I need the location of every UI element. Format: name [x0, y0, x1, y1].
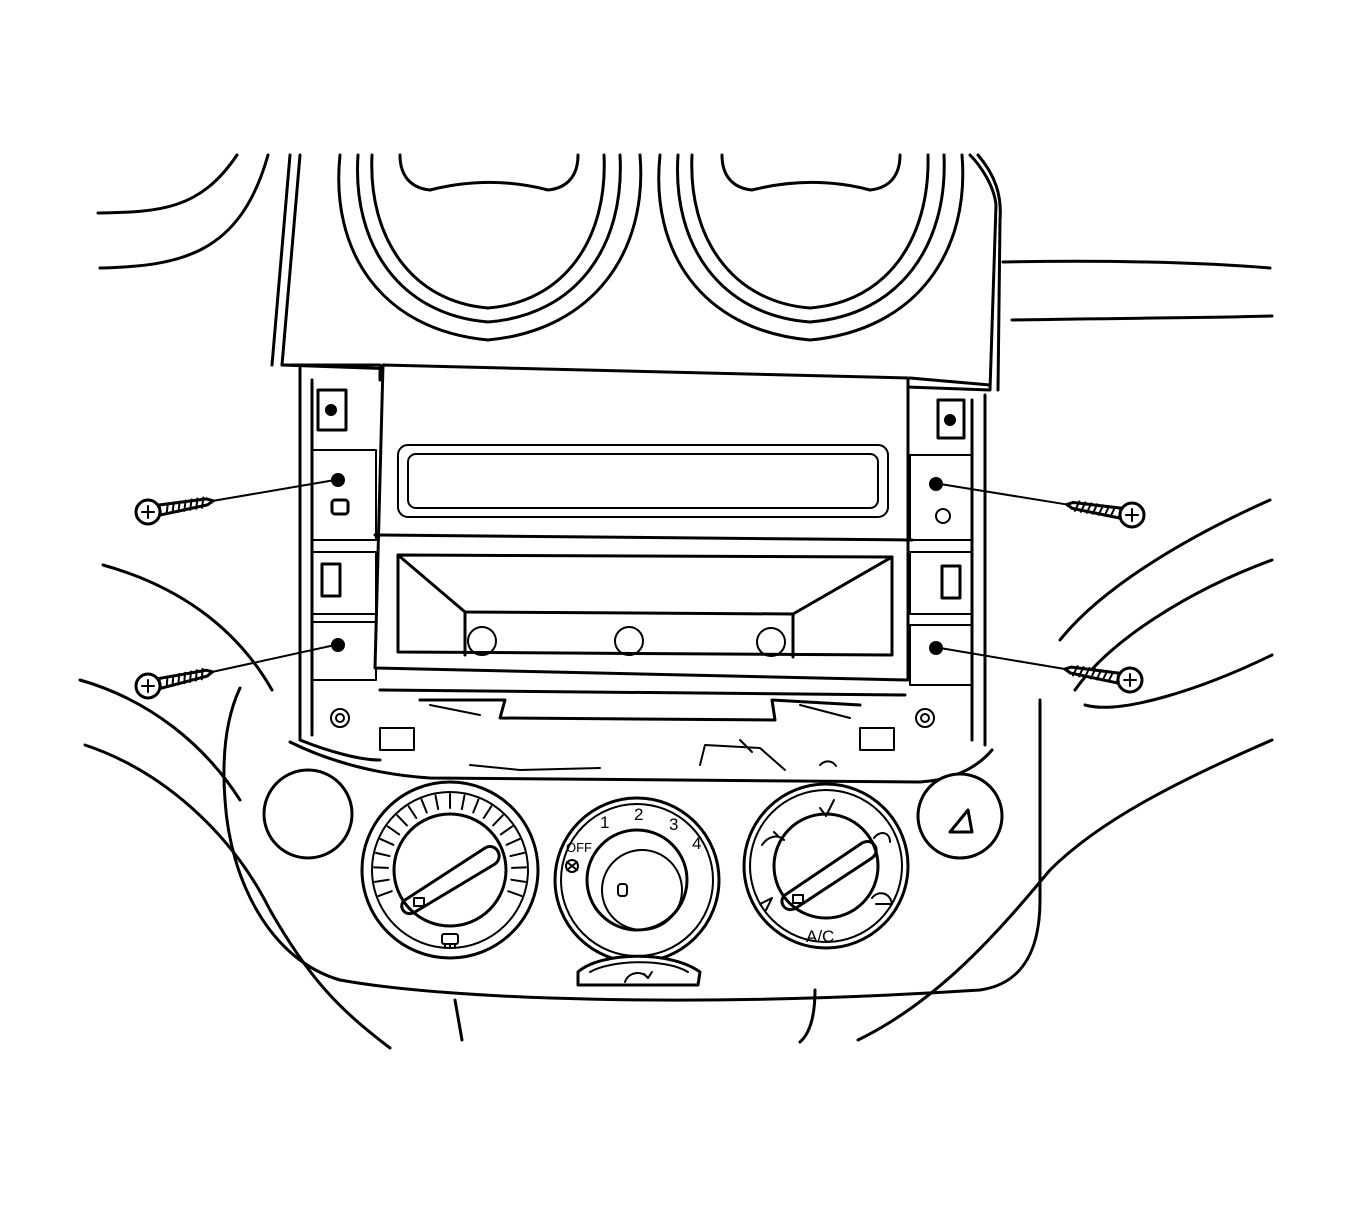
temperature-tick: [482, 805, 493, 820]
climate-control-panel: [222, 686, 1042, 1002]
screw-guide-line: [939, 647, 1072, 672]
screw-guide-line: [205, 644, 336, 675]
temperature-tick: [509, 851, 526, 858]
screw-thread: [1095, 669, 1103, 681]
temperature-tick: [379, 838, 395, 846]
screw-lower-right: [939, 647, 1144, 694]
screw-thread: [1091, 503, 1099, 515]
screw-thread: [171, 501, 175, 514]
vent-face-icon: [761, 831, 785, 846]
screw-thread: [200, 667, 204, 681]
radio-unit: [373, 363, 914, 771]
screw-thread: [1097, 504, 1105, 516]
screw-thread: [1109, 506, 1117, 518]
temperature-tick: [434, 794, 440, 811]
fan-icon: [565, 859, 579, 873]
fan-speed-4: 4: [692, 834, 701, 853]
temperature-tick: [492, 814, 504, 827]
temperature-tick: [386, 825, 401, 836]
screw-thread: [165, 502, 169, 515]
screw-thread: [171, 674, 175, 687]
fan-speed-2: 2: [634, 805, 643, 824]
temperature-tick: [505, 838, 521, 846]
fan-speed-3: 3: [669, 815, 678, 834]
hazard-triangle-icon: [948, 808, 974, 834]
temperature-tick: [374, 851, 391, 858]
screw-thread: [1089, 668, 1097, 680]
temperature-scale: [373, 793, 527, 897]
radio-retaining-screws: [134, 479, 1146, 700]
screw-thread: [177, 500, 181, 513]
screw-thread: [183, 671, 187, 685]
screw-thread: [1103, 505, 1111, 517]
temperature-knob[interactable]: [360, 780, 540, 960]
temperature-tick: [460, 794, 466, 811]
screw-lower-left: [134, 644, 336, 700]
temperature-tick: [510, 878, 527, 883]
temperature-tick: [377, 890, 393, 897]
ac-label: A/C: [806, 927, 834, 946]
screw-thread: [194, 669, 198, 682]
screw-thread: [165, 675, 169, 689]
phillips-head-icon: [1123, 673, 1137, 687]
temperature-tick: [373, 878, 390, 883]
vent-floor-icon: [873, 832, 891, 843]
phillips-head-icon: [141, 679, 155, 693]
rear-defrost-icon: [441, 933, 459, 949]
blank-switch-left[interactable]: [262, 768, 354, 860]
screw-thread: [189, 670, 192, 683]
screw-thread: [1101, 670, 1109, 682]
screw-thread: [189, 498, 193, 511]
screw-upper-right: [939, 483, 1146, 529]
screw-upper-left: [134, 479, 336, 526]
left-air-vent: [337, 153, 643, 342]
temperature-tick: [507, 890, 523, 897]
screw-thread: [1083, 667, 1091, 679]
dashboard-outline: [78, 153, 1274, 1050]
temperature-tick: [420, 798, 428, 814]
temperature-tick: [499, 825, 514, 836]
screw-thread: [1077, 666, 1085, 678]
screw-thread: [1071, 665, 1079, 677]
recirculation-icon: [624, 971, 653, 983]
screw-guide-line: [939, 483, 1074, 507]
screw-thread: [177, 673, 181, 686]
temperature-tick: [472, 798, 480, 814]
mode-knob[interactable]: A/C: [742, 782, 910, 950]
right-air-vent: [657, 153, 965, 342]
temperature-tick: [396, 814, 408, 827]
hazard-button[interactable]: [916, 772, 1004, 860]
vent-mix-icon: [759, 897, 773, 911]
recirculation-lever[interactable]: [576, 954, 702, 987]
temperature-tick: [407, 805, 418, 820]
screw-thread: [1085, 502, 1093, 514]
screw-thread: [1107, 671, 1115, 683]
fan-off-label: OFF: [566, 840, 592, 855]
screw-thread: [183, 499, 187, 512]
fan-speed-1: 1: [600, 813, 609, 832]
screw-thread: [1079, 501, 1087, 513]
screw-thread: [201, 496, 205, 509]
screw-thread: [195, 497, 199, 510]
screw-guide-line: [206, 479, 336, 503]
screw-thread: [1073, 500, 1081, 512]
vent-bilevel-icon: [819, 799, 835, 817]
phillips-head-icon: [1125, 508, 1139, 522]
defrost-icon: [871, 892, 893, 905]
center-stack-housing: [270, 153, 1002, 392]
radio-mounting-frame: [298, 366, 987, 762]
phillips-head-icon: [141, 505, 155, 519]
fan-speed-knob[interactable]: OFF 1 2 3 4: [553, 796, 721, 964]
